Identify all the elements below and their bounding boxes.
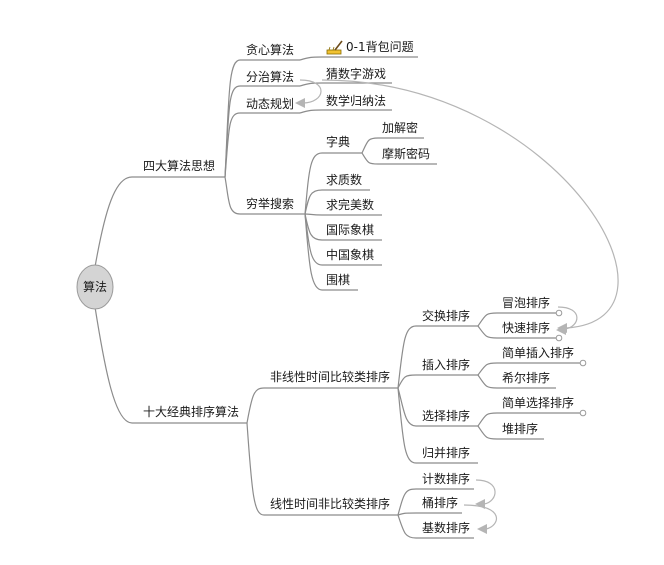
relation-counting-bucket	[475, 479, 496, 505]
node-guess[interactable]: 猜数字游戏	[326, 66, 386, 81]
node-exhaustive[interactable]: 穷举搜索	[246, 196, 294, 211]
node-merge[interactable]: 归并排序	[422, 445, 470, 460]
node-quick[interactable]: 快速排序	[502, 320, 550, 335]
edge-dict-encrypt	[361, 137, 379, 154]
edge-root-thought	[94, 176, 133, 268]
node-radix[interactable]: 基数排序	[422, 520, 470, 535]
collapse-dot-simple-select[interactable]	[579, 409, 587, 417]
node-shell[interactable]: 希尔排序	[502, 370, 550, 385]
node-simple-insert[interactable]: 简单插入排序	[502, 345, 574, 360]
collapse-dot-quick[interactable]	[555, 334, 563, 342]
edge-linear-radix	[397, 514, 417, 539]
root-node[interactable]	[76, 264, 114, 310]
root-label: 算法	[83, 279, 107, 294]
node-heap[interactable]: 堆排序	[502, 421, 538, 436]
relation-bubble-quick-arrowhead	[556, 325, 566, 335]
broom-icon	[326, 40, 343, 55]
edge-nl-merge	[397, 387, 417, 464]
edge-swap-quick	[477, 325, 498, 339]
edge-select-simple	[477, 412, 498, 427]
edge-nl-select	[397, 387, 417, 427]
node-select[interactable]: 选择排序	[422, 408, 470, 423]
edge-thought-divide	[224, 85, 241, 178]
relation-divide-dp-arrowhead	[295, 98, 305, 108]
edge-sort-linear	[246, 422, 265, 516]
edge-dp-induction	[299, 109, 323, 114]
node-go[interactable]: 围棋	[326, 273, 350, 287]
node-dp[interactable]: 动态规划	[246, 96, 294, 111]
node-prime[interactable]: 求质数	[326, 172, 362, 187]
edge-insert-shell	[477, 374, 498, 389]
node-dict[interactable]: 字典	[326, 134, 350, 149]
node-chess[interactable]: 国际象棋	[326, 223, 374, 237]
edge-exh-prime	[304, 189, 323, 215]
edge-select-heap	[477, 425, 498, 440]
collapse-dot-bubble[interactable]	[555, 309, 563, 317]
node-divide[interactable]: 分治算法	[246, 69, 294, 84]
relation-bucket-radix	[463, 504, 498, 530]
node-perfect[interactable]: 求完美数	[326, 197, 374, 212]
edge-greedy-knapsack	[299, 56, 323, 61]
edge-divide-guess	[299, 82, 323, 87]
edge-sort-nonlinear	[246, 387, 265, 424]
relation-bucket-radix-arrowhead	[477, 524, 487, 534]
node-sort[interactable]: 十大经典排序算法	[143, 404, 239, 419]
node-simple-select[interactable]: 简单选择排序	[502, 395, 574, 410]
node-bubble[interactable]: 冒泡排序	[502, 295, 550, 310]
relation-divide-dp	[299, 79, 322, 104]
node-bucket[interactable]: 桶排序	[422, 495, 458, 510]
collapse-dot-simple-insert[interactable]	[579, 359, 587, 367]
edge-thought-exhaustive	[224, 176, 241, 215]
node-linear[interactable]: 线性时间非比较类排序	[270, 496, 390, 511]
node-xiangqi[interactable]: 中国象棋	[326, 247, 374, 262]
node-thought[interactable]: 四大算法思想	[143, 158, 215, 173]
edge-exh-dict	[304, 152, 323, 215]
edge-thought-dp	[224, 112, 241, 178]
node-encrypt[interactable]: 加解密	[382, 120, 418, 135]
node-swap[interactable]: 交换排序	[422, 308, 470, 323]
node-induction[interactable]: 数学归纳法	[326, 93, 386, 108]
edge-linear-bucket	[397, 512, 417, 516]
node-insert[interactable]: 插入排序	[422, 357, 470, 372]
relation-bubble-quick	[557, 306, 578, 330]
node-nonlinear[interactable]: 非线性时间比较类排序	[270, 369, 390, 384]
edge-nl-insert	[397, 374, 417, 389]
edge-swap-bubble	[477, 312, 498, 327]
edge-exh-perfect	[304, 213, 323, 216]
node-knapsack[interactable]: 0-1背包问题	[346, 40, 414, 54]
edge-exh-go	[304, 213, 323, 291]
edge-linear-counting	[397, 488, 417, 516]
edge-insert-simple	[477, 362, 498, 376]
edge-nl-swap	[397, 325, 417, 389]
relation-guess-quick	[321, 79, 619, 329]
node-counting[interactable]: 计数排序	[422, 471, 470, 486]
edge-dict-morse	[361, 152, 379, 165]
edge-root-sort	[94, 306, 133, 424]
node-greedy[interactable]: 贪心算法	[246, 42, 294, 57]
node-morse[interactable]: 摩斯密码	[382, 146, 430, 161]
